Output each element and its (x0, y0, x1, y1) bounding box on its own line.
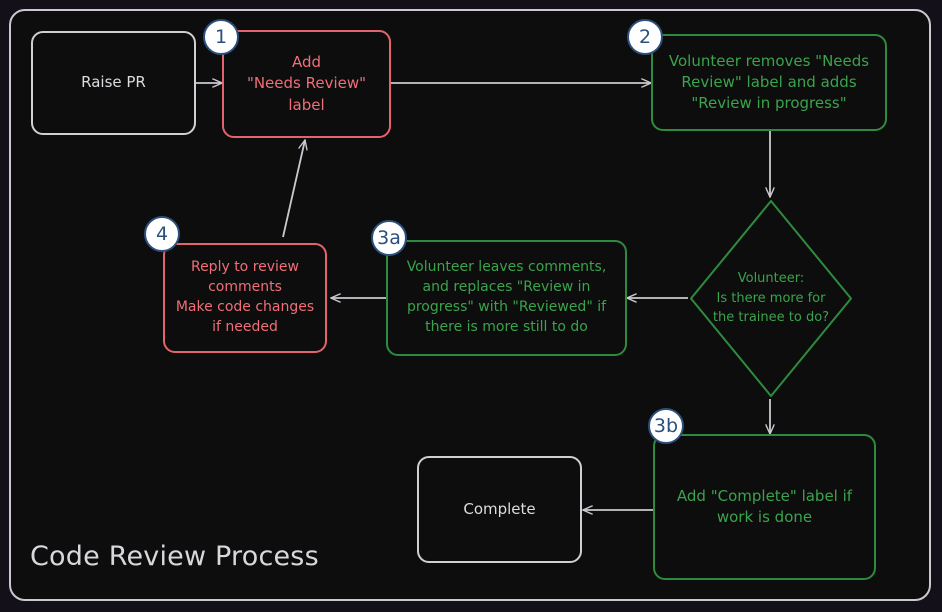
node-complete-label: Complete (463, 499, 536, 518)
decision-diamond-shape (690, 200, 852, 397)
node-add-label[interactable]: Add "Needs Review" label (222, 30, 391, 138)
node-add-complete[interactable]: Add "Complete" label if work is done (653, 434, 876, 580)
node-volunteer-takes-label: Volunteer removes "Needs Review" label a… (668, 51, 870, 113)
node-raise-pr-label: Raise PR (81, 73, 146, 92)
node-volunteer-takes[interactable]: Volunteer removes "Needs Review" label a… (651, 34, 887, 131)
badge-step-4: 4 (144, 216, 180, 252)
badge-step-3a-label: 3a (377, 227, 401, 249)
badge-step-2-label: 2 (638, 26, 652, 48)
badge-step-1-label: 1 (214, 26, 228, 48)
badge-step-4-label: 4 (155, 223, 169, 245)
badge-step-3b: 3b (648, 408, 684, 444)
node-leaves-comments[interactable]: Volunteer leaves comments, and replaces … (386, 240, 627, 356)
node-leaves-comments-label: Volunteer leaves comments, and replaces … (406, 259, 607, 335)
node-raise-pr[interactable]: Raise PR (31, 31, 196, 135)
node-decision[interactable]: Volunteer: Is there more for the trainee… (688, 198, 854, 399)
node-decision-label: Volunteer: Is there more for the trainee… (712, 271, 830, 326)
node-reply-to-review[interactable]: Reply to review comments Make code chang… (163, 243, 327, 353)
node-add-label-label: Add "Needs Review" label (246, 53, 367, 114)
badge-step-3a: 3a (371, 220, 407, 256)
badge-step-3b-label: 3b (653, 415, 679, 437)
node-complete[interactable]: Complete (417, 456, 582, 563)
node-reply-to-review-label: Reply to review comments Make code chang… (175, 259, 315, 335)
badge-step-1: 1 (203, 19, 239, 55)
badge-step-2: 2 (627, 19, 663, 55)
diagram-title: Code Review Process (30, 541, 319, 572)
node-add-complete-label: Add "Complete" label if work is done (676, 486, 853, 526)
